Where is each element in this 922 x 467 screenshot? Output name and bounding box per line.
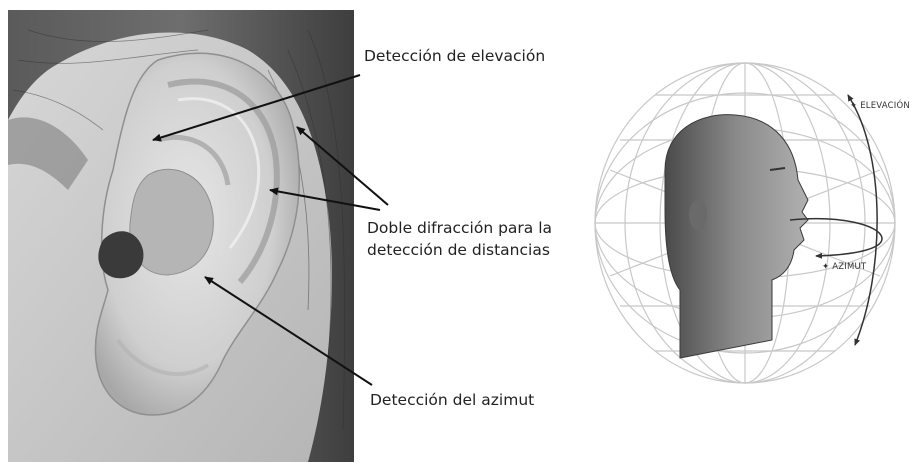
head-model [665, 115, 808, 358]
label-double-diffraction-line2: detección de distancias [367, 239, 552, 261]
label-elevacion: ✦ ELEVACIÓN [850, 101, 910, 111]
label-double-diffraction-line1: Doble difracción para la [367, 217, 552, 239]
label-double-diffraction: Doble difracción para la detección de di… [367, 217, 552, 261]
elevacion-text: ELEVACIÓN [860, 101, 910, 111]
ear-photograph [8, 10, 354, 462]
label-elevation-detection: Detección de elevación [364, 45, 545, 67]
azimut-text: AZIMUT [832, 262, 866, 272]
label-azimuth-detection: Detección del azimut [370, 389, 534, 411]
label-azimut: ✦ AZIMUT [822, 262, 866, 272]
